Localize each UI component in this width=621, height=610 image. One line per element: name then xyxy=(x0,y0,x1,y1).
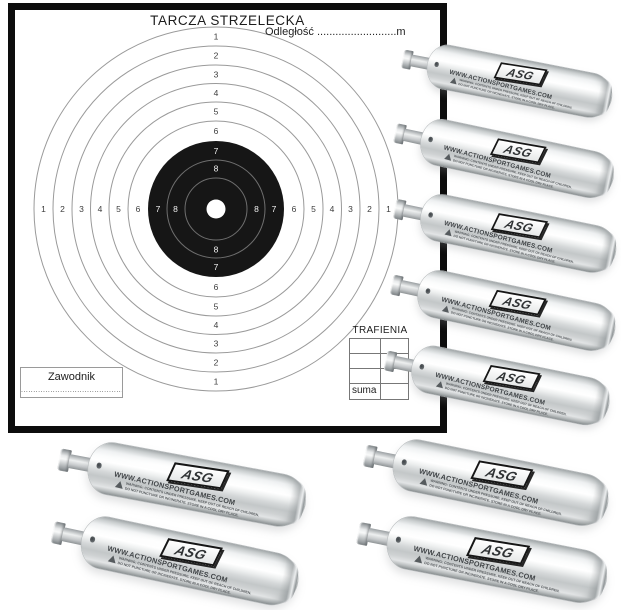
asg-logo-text: ASG xyxy=(479,541,517,561)
ring-number: 8 xyxy=(173,204,178,214)
competitor-box: Zawodnik ...............................… xyxy=(20,367,123,398)
ring-number: 7 xyxy=(156,204,161,214)
hits-cell xyxy=(381,369,408,384)
co2-cartridge: ASG WWW.ACTIONSPORTGAMES.COM WARNING: CO… xyxy=(387,261,620,355)
ring-number: 8 xyxy=(254,204,259,214)
co2-cartridge: ASG WWW.ACTIONSPORTGAMES.COM WARNING: CO… xyxy=(390,186,620,277)
co2-cartridge: ASG WWW.ACTIONSPORTGAMES.COM WARNING: CO… xyxy=(398,37,616,121)
ring-number: 6 xyxy=(292,204,297,214)
warning-triangle-icon xyxy=(419,476,429,486)
competitor-label: Zawodnik xyxy=(47,371,96,383)
ring-number: 6 xyxy=(214,282,219,292)
ring-number: 1 xyxy=(41,204,46,214)
ring-number: 5 xyxy=(116,204,121,214)
warning-triangle-icon xyxy=(449,76,459,84)
ring-number: 2 xyxy=(60,204,65,214)
co2-cartridge: ASG WWW.ACTIONSPORTGAMES.COM WARNING: CO… xyxy=(390,110,618,202)
warning-triangle-icon xyxy=(107,553,118,563)
warning-triangle-icon xyxy=(441,304,451,313)
ring-number: 2 xyxy=(214,358,219,368)
asg-logo-text: ASG xyxy=(483,464,521,484)
ring-number: 3 xyxy=(214,70,219,80)
target-title: TARCZA STRZELECKA xyxy=(150,13,305,28)
asg-logo-text: ASG xyxy=(504,65,537,82)
warning-triangle-icon xyxy=(414,554,424,563)
target-ring-inner xyxy=(166,159,266,259)
ring-number: 7 xyxy=(214,146,219,156)
target-ring-inner xyxy=(184,177,248,241)
asg-logo-text: ASG xyxy=(494,368,529,387)
target-ring xyxy=(127,120,305,298)
ring-number: 4 xyxy=(330,204,335,214)
warning-triangle-icon xyxy=(444,152,453,161)
ring-number: 1 xyxy=(214,377,219,387)
ring-number: 8 xyxy=(214,245,219,255)
ring-number: 5 xyxy=(214,302,219,312)
ring-number: 3 xyxy=(214,339,219,349)
ring-number: 2 xyxy=(367,204,372,214)
ring-number: 1 xyxy=(386,204,391,214)
warning-triangle-icon xyxy=(114,479,125,489)
ring-number: 3 xyxy=(348,204,353,214)
ring-number: 8 xyxy=(214,164,219,174)
hits-table-title: TRAFIENIA xyxy=(352,325,408,336)
hits-cell xyxy=(350,354,381,369)
distance-label: Odległość ..........................m xyxy=(265,26,406,38)
asg-logo-text: ASG xyxy=(501,142,535,160)
ring-number: 3 xyxy=(79,204,84,214)
hits-sum-label: suma xyxy=(350,384,381,399)
asg-logo-text: ASG xyxy=(500,293,535,312)
ring-number: 5 xyxy=(214,107,219,117)
co2-cartridge: ASG WWW.ACTIONSPORTGAMES.COM WARNING: CO… xyxy=(381,337,614,429)
ring-number: 1 xyxy=(214,32,219,42)
ring-number: 7 xyxy=(272,204,277,214)
ring-number: 6 xyxy=(214,126,219,136)
target-rings: 1 1 1 1 2 2 2 2 3 3 3 3 4 4 4 4 5 5 5 5 6 6 6 6 7 7 7 7 8 8 8 8 xyxy=(33,26,399,392)
target-ring xyxy=(71,64,361,354)
ring-number: 7 xyxy=(214,262,219,272)
ring-number: 4 xyxy=(214,320,219,330)
ring-number: 5 xyxy=(311,204,316,214)
asg-logo-text: ASG xyxy=(172,542,210,562)
warning-triangle-icon xyxy=(444,227,454,236)
ring-number: 4 xyxy=(214,88,219,98)
target-paper: 1 1 1 1 2 2 2 2 3 3 3 3 4 4 4 4 5 5 5 5 6 6 6 6 7 7 7 7 8 8 8 8 TARCZA … xyxy=(8,3,447,433)
ring-number: 6 xyxy=(136,204,141,214)
bullseye-center-dot xyxy=(206,199,226,219)
target-ring xyxy=(52,45,380,373)
hits-cell xyxy=(350,369,381,384)
ring-number: 2 xyxy=(214,51,219,61)
asg-logo-text: ASG xyxy=(179,466,217,486)
competitor-dotted-line: ........................................… xyxy=(21,387,122,394)
target-ring xyxy=(90,83,342,335)
asg-logo-text: ASG xyxy=(502,217,537,235)
hits-cell xyxy=(350,339,381,354)
target-ring xyxy=(108,101,324,317)
warning-triangle-icon xyxy=(435,379,445,388)
ring-number: 4 xyxy=(98,204,103,214)
